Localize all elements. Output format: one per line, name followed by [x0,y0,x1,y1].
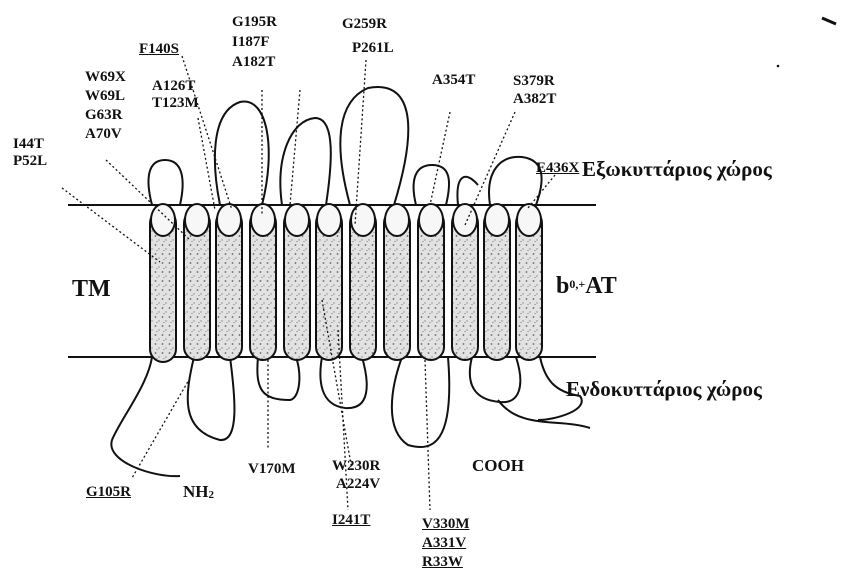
stray-mark [822,18,836,24]
c-terminal-tail [498,400,590,428]
mutation-group-tm1: I44T P52L [13,136,47,170]
mutation-label: T123M [152,95,199,112]
mutation-label: A382T [513,90,556,108]
intracellular-label: Ενδοκυττάριος χώρος [566,377,762,401]
mutation-label: I187F [232,32,277,52]
n-terminus-sub: 2 [209,489,215,501]
mutation-group-loop4: G259R P261L [342,12,394,60]
protein-name: b0,+AT [556,273,617,299]
mutation-group-loop8: V330M A331V R33W [422,515,470,572]
mutation-label: S379R [513,72,556,90]
extracellular-label: Εξωκυττάριος χώρος [582,157,772,181]
mutation-group-g105r: G105R [86,484,131,501]
mutation-label: R33W [422,553,470,572]
mutation-group-f140s: F140S [139,41,179,58]
mutation-group-e436x: E436X [536,160,579,177]
mutation-label: G259R [342,12,394,36]
mutation-label: P52L [13,153,47,170]
c-terminus-label: COOH [472,457,524,474]
mutation-label: V170M [248,461,296,478]
mutation-label: A126T [152,78,199,95]
mutation-group-loop-intra: W230R A224V [332,457,380,493]
mutation-group-loop3: G195R I187F A182T [232,12,277,72]
mutation-group-loop6: S379R A382T [513,72,556,108]
extracellular-loops [148,87,541,205]
mutation-label: G195R [232,12,277,32]
transmembrane-helices [150,210,542,362]
mutation-group-a354t: A354T [432,72,475,89]
protein-name-sup: 0,+ [569,277,585,291]
membrane-label: TM [72,276,111,302]
mutation-label: P261L [352,36,394,60]
mutation-label: I44T [13,136,47,153]
mutation-group-v170m: V170M [248,461,296,478]
mutation-label: A70V [85,125,126,144]
mutation-label: W230R [332,457,380,475]
mutation-label: F140S [139,41,179,58]
mutation-label: W69L [85,87,126,106]
mutation-group-i241t: I241T [332,512,370,529]
mutation-label: A182T [232,52,277,72]
mutation-label: G63R [85,106,126,125]
mutation-label: W69X [85,68,126,87]
mutation-label: G105R [86,484,131,501]
mutation-label: I241T [332,512,370,529]
mutation-label: E436X [536,160,579,177]
mutation-label: A354T [432,72,475,89]
n-terminus-label: NH2 [183,483,214,500]
protein-name-suffix: AT [585,273,617,299]
mutation-label: A331V [422,534,470,553]
mutation-group-tm3: A126T T123M [152,78,199,112]
mutation-group-tm1-tm2: W69X W69L G63R A70V [85,68,126,144]
mutation-label: A224V [336,475,380,493]
n-terminus-text: NH [183,482,209,501]
protein-name-base: b [556,273,569,299]
mutation-label: V330M [422,515,470,534]
stray-dot [777,65,780,68]
